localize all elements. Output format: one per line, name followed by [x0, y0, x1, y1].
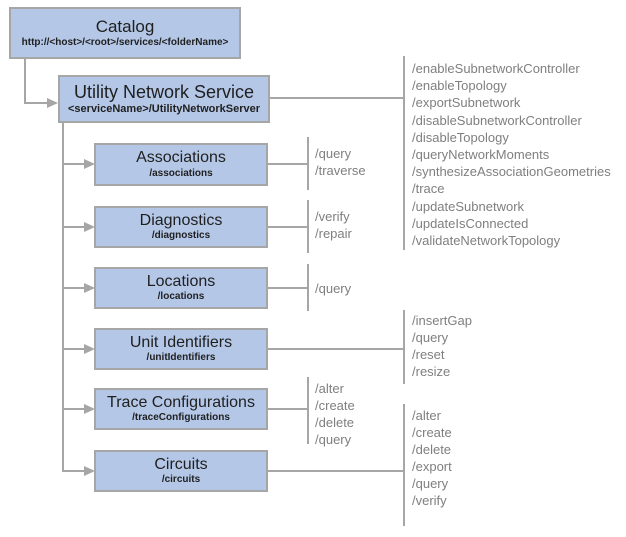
node-unit-identifiers-path: /unitIdentifiers: [146, 352, 216, 364]
node-circuits-path: /circuits: [161, 474, 201, 486]
operation-item: /reset: [412, 347, 445, 362]
operation-item: /trace: [412, 181, 445, 197]
connector-branch-associations: [62, 163, 84, 165]
operation-item: /verify: [315, 209, 350, 224]
node-associations-title: Associations: [136, 149, 226, 167]
node-diagnostics-path: /diagnostics: [151, 230, 211, 242]
ops-list-circuits: /alter/create/delete/export/query/verify: [412, 407, 452, 509]
operation-item: /alter: [412, 408, 441, 423]
connector-catalog-trunk: [24, 59, 26, 104]
connector-diagnostics-ops: [268, 226, 307, 228]
node-unit-identifiers: Unit Identifiers /unitIdentifiers: [94, 328, 268, 370]
ops-list-uns: /enableSubnetworkController/enableTopolo…: [412, 60, 611, 249]
node-uns-title: Utility Network Service: [73, 82, 255, 103]
node-catalog: Catalog http://<host>/<root>/services/<f…: [9, 7, 241, 59]
operation-item: /repair: [315, 226, 352, 241]
operation-item: /query: [412, 476, 449, 491]
node-uns-path: <serviceName>/UtilityNetworkServer: [68, 102, 260, 115]
operation-item: /create: [315, 398, 355, 413]
node-trace-configurations-path: /traceConfigurations: [132, 412, 230, 424]
operation-item: /query: [315, 432, 352, 447]
ops-list-trace-configurations: /alter/create/delete/query: [315, 380, 355, 448]
connector-branch-diagnostics: [62, 226, 84, 228]
connector-uns-trunk: [62, 123, 64, 472]
ops-list-associations: /query/traverse: [315, 145, 366, 179]
node-catalog-title: Catalog: [95, 17, 155, 37]
bracket-circuits-ops: [403, 404, 405, 526]
node-catalog-url: http://<host>/<root>/services/<folderNam…: [21, 36, 229, 48]
node-locations-path: /locations: [157, 291, 205, 303]
node-circuits: Circuits /circuits: [94, 450, 268, 492]
operation-item: /query: [412, 330, 449, 345]
node-locations: Locations /locations: [94, 267, 268, 309]
operation-item: /exportSubnetwork: [412, 95, 521, 111]
bracket-associations-ops: [307, 137, 309, 190]
connector-branch-circuits: [62, 470, 84, 472]
arrowhead-to-trace-configurations-icon: [84, 404, 95, 414]
arrowhead-to-associations-icon: [84, 159, 95, 169]
node-trace-configurations-title: Trace Configurations: [107, 393, 255, 411]
ops-list-unit-identifiers: /insertGap/query/reset/resize: [412, 312, 472, 380]
operation-item: /delete: [315, 415, 355, 430]
ops-list-diagnostics: /verify/repair: [315, 208, 352, 242]
bracket-uns-ops: [403, 56, 405, 250]
connector-associations-ops: [268, 163, 307, 165]
operation-item: /resize: [412, 364, 451, 379]
bracket-diagnostics-ops: [307, 200, 309, 253]
connector-unit-identifiers-ops: [268, 348, 403, 350]
connector-uns-ops: [270, 97, 403, 99]
arrowhead-to-diagnostics-icon: [84, 222, 95, 232]
connector-branch-trace-configurations: [62, 408, 84, 410]
node-associations: Associations /associations: [94, 143, 268, 186]
node-circuits-title: Circuits: [154, 455, 208, 473]
operation-item: /enableTopology: [412, 78, 507, 94]
connector-circuits-ops: [268, 470, 403, 472]
bracket-unit-identifiers-ops: [403, 310, 405, 384]
operation-item: /updateIsConnected: [412, 215, 529, 231]
operation-item: /query: [315, 281, 352, 296]
node-diagnostics-title: Diagnostics: [139, 211, 223, 229]
operation-item: /traverse: [315, 163, 366, 178]
node-utility-network-service: Utility Network Service <serviceName>/Ut…: [58, 75, 270, 123]
operation-item: /enableSubnetworkController: [412, 61, 580, 76]
operation-item: /create: [412, 425, 452, 440]
connector-branch-locations: [62, 287, 84, 289]
operation-item: /disableSubnetworkController: [412, 112, 582, 128]
operation-item: /queryNetworkMoments: [412, 147, 550, 163]
arrowhead-to-locations-icon: [84, 283, 95, 293]
connector-catalog-branch: [24, 102, 47, 104]
connector-branch-unit-identifiers: [62, 348, 84, 350]
arrowhead-to-unit-identifiers-icon: [84, 344, 95, 354]
operation-item: /alter: [315, 381, 344, 396]
bracket-locations-ops: [307, 264, 309, 311]
operation-item: /validateNetworkTopology: [412, 233, 561, 249]
node-unit-identifiers-title: Unit Identifiers: [129, 333, 233, 351]
node-trace-configurations: Trace Configurations /traceConfiguration…: [94, 388, 268, 430]
operation-item: /export: [412, 459, 452, 474]
connector-locations-ops: [268, 287, 307, 289]
bracket-trace-configurations-ops: [307, 377, 309, 444]
operation-item: /insertGap: [412, 313, 472, 328]
arrowhead-to-uns-icon: [47, 98, 58, 108]
node-associations-path: /associations: [149, 167, 213, 179]
operation-item: /synthesizeAssociationGeometries: [412, 164, 611, 180]
operation-item: /disableTopology: [412, 129, 509, 145]
operation-item: /delete: [412, 442, 452, 457]
ops-list-locations: /query: [315, 280, 351, 297]
operation-item: /verify: [412, 493, 447, 508]
operation-item: /query: [315, 146, 352, 161]
connector-trace-configurations-ops: [268, 408, 307, 410]
node-locations-title: Locations: [146, 272, 216, 290]
arrowhead-to-circuits-icon: [84, 466, 95, 476]
operation-item: /updateSubnetwork: [412, 198, 525, 214]
node-diagnostics: Diagnostics /diagnostics: [94, 206, 268, 248]
